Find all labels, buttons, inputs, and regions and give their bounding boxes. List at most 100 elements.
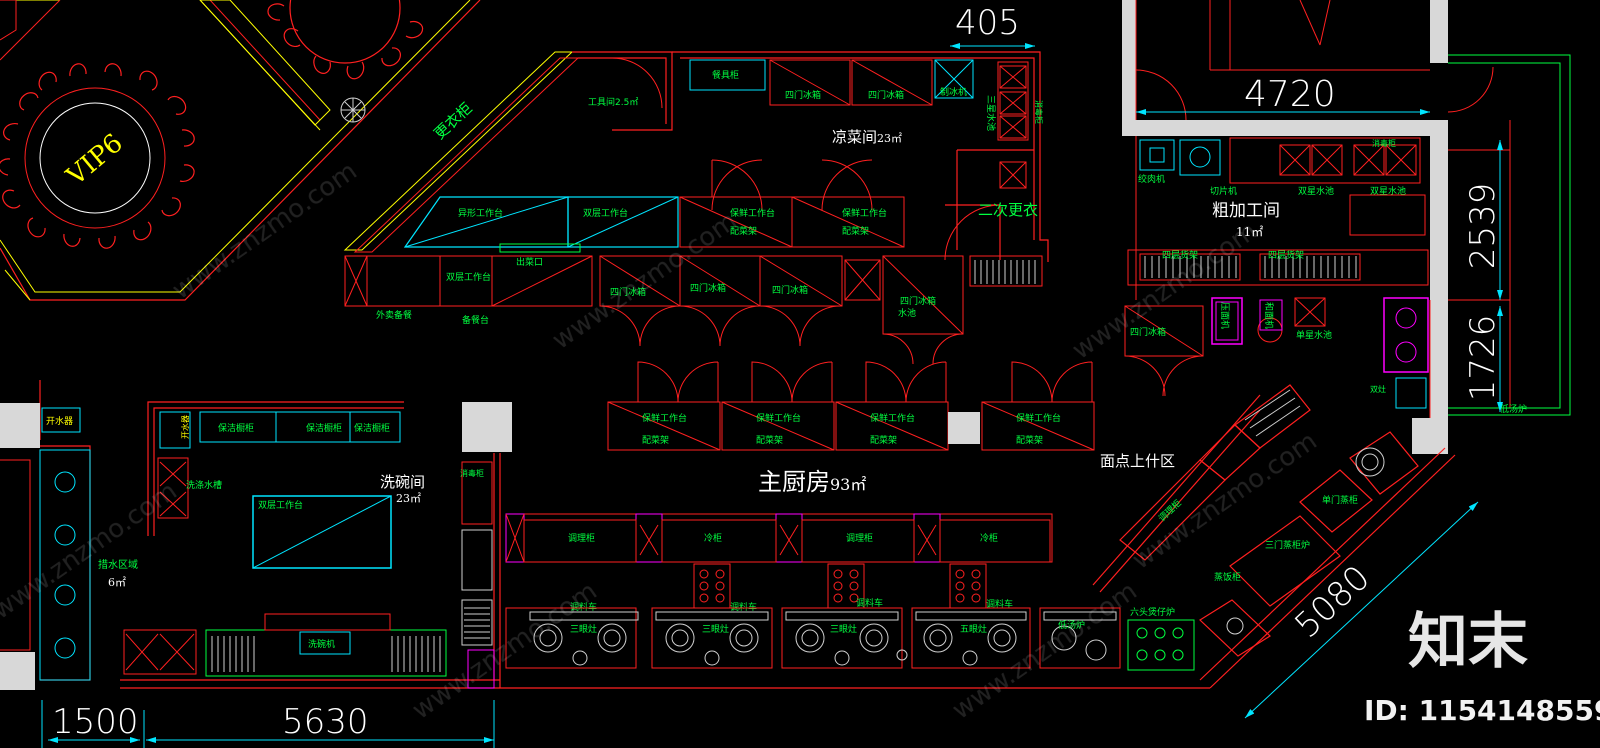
dishwasher-label: 洗碗机: [308, 638, 335, 650]
dimension-lines: [41, 43, 1503, 748]
prep-table-label: 备餐台: [462, 314, 489, 326]
dim-5630: 5630: [282, 702, 369, 742]
seasoning-cart-label-1: 调料车: [570, 601, 597, 613]
stove-label-1: 三眼灶: [570, 623, 597, 635]
rack-label-3: 配菜架: [642, 434, 669, 446]
tableware-cabinet-label: 餐具柜: [712, 69, 739, 81]
rice-cooker-label: 蒸饭柜: [1214, 571, 1241, 583]
watermark-id: ID: 1154148559: [1364, 694, 1600, 727]
takeout-label: 外卖备餐: [376, 309, 412, 321]
watermark-brand: 知末: [1408, 607, 1528, 677]
seasoning-row: [505, 513, 1053, 563]
cleaning-cabinet-label-3: 保洁橱柜: [354, 422, 390, 434]
cold-dish-bench-row: 异形工作台 双层工作台 保鲜工作台 配菜架 保鲜工作台 配菜架: [403, 159, 905, 253]
double-stove-label: 双灶: [1370, 384, 1386, 394]
fridge-label-5: 四门冰箱: [772, 284, 808, 296]
six-head-stove: [1127, 619, 1195, 671]
cleaning-cabinet-label-2: 保洁橱柜: [306, 422, 342, 434]
seasoning-cabinet-label-1: 调理柜: [568, 532, 595, 544]
svg-text:www.znzmo.com: www.znzmo.com: [1127, 426, 1323, 576]
main-bench-row: [607, 361, 1095, 451]
svg-text:www.znzmo.com: www.znzmo.com: [0, 476, 183, 626]
seasoning-cart-label-4: 调料车: [986, 598, 1013, 610]
double-bench-label-3: 双层工作台: [258, 499, 303, 511]
rough-process-title: 粗加工间: [1212, 201, 1280, 221]
vip-round-table-2: [267, 0, 424, 80]
cold-dish-title: 凉菜间23㎡: [832, 128, 902, 146]
slicer-label: 切片机: [1210, 185, 1237, 197]
rough-process-equipment: 绞肉机 切片机 双星水池 双星水池 消毒柜 四层货架 四层货架 四门冰箱 压面机: [1124, 137, 1527, 415]
meat-grinder-label: 绞肉机: [1138, 173, 1165, 185]
dough-mixer-label: 和面机: [1263, 302, 1275, 329]
dough-press-label: 压面机: [1219, 302, 1231, 329]
svg-text:www.znzmo.com: www.znzmo.com: [547, 206, 743, 356]
rack-label-6: 配菜架: [1016, 434, 1043, 446]
upper-prep-grill: [974, 260, 1036, 284]
dishwash-area: 23㎡: [396, 492, 421, 505]
fresh-bench-label-4: 保鲜工作台: [756, 412, 801, 424]
dishwash-equipment: 开水器 开水器 保洁橱柜 保洁橱柜 保洁橱柜 洗涤水槽 双层工作台 洗碗机 消毒…: [39, 407, 495, 689]
disinfect-cabinet-label: 消毒柜: [460, 468, 484, 478]
low-stove-label: 低汤炉: [1500, 403, 1527, 415]
fridge-label-2: 四门冰箱: [868, 89, 904, 101]
diagonal-equipment-details: [1226, 389, 1385, 635]
locker-area: 更衣柜: [343, 51, 580, 253]
cold-dish-equipment: 餐具柜 四门冰箱 四门冰箱 制冰机 三星水池 消毒柜: [689, 59, 1044, 189]
storage-water-title: 措水区域: [98, 558, 138, 571]
dim-4720: 4720: [1244, 74, 1336, 115]
fridge-label-3: 四门冰箱: [610, 286, 646, 298]
stove-label-4: 五眼灶: [960, 623, 987, 635]
dishwash-title: 洗碗间: [380, 473, 425, 491]
pass-window-label: 出菜口: [516, 256, 543, 268]
column-left-bottom: [0, 652, 35, 690]
stove-label-2: 三眼灶: [702, 623, 729, 635]
fresh-bench-label-2: 保鲜工作台: [842, 207, 887, 219]
seasoning-cabinet-label-4: 冷柜: [980, 532, 998, 544]
special-bench-label: 异形工作台: [458, 207, 503, 219]
fan-icon: [340, 97, 366, 123]
wall-rack-label-1: 四层货架: [1162, 249, 1198, 261]
column-mid: [948, 412, 980, 444]
seasoning-cart-label-3: 调料车: [856, 597, 883, 609]
pastry-zone-title: 面点上什区: [1100, 452, 1175, 470]
fridge-label-7: 四门冰箱: [1130, 326, 1166, 338]
secondary-change-title: 二次更衣: [978, 201, 1038, 219]
cold-dish-room-walls: [572, 51, 1049, 262]
upper-prep-row: [344, 255, 1043, 365]
left-edge-marks: [0, 459, 31, 651]
fridge-label-6: 四门冰箱: [900, 295, 936, 307]
ice-maker-label: 制冰机: [940, 86, 967, 98]
fresh-bench-label-5: 保鲜工作台: [870, 412, 915, 424]
disinfect-label-top: 消毒柜: [1034, 100, 1044, 124]
seasoning-cabinet-label-2: 冷柜: [704, 532, 722, 544]
fresh-bench-label-3: 保鲜工作台: [642, 412, 687, 424]
wall-rack-label-2: 四层货架: [1268, 249, 1304, 261]
rack-label-2: 配菜架: [842, 225, 869, 237]
svg-text:www.znzmo.com: www.znzmo.com: [947, 576, 1143, 726]
triple-sink-label: 三星水池: [985, 95, 997, 131]
dim-1726: 1726: [1463, 315, 1503, 402]
double-sink-label-2: 双星水池: [1370, 185, 1406, 197]
tool-room-label: 工具间2.5㎡: [588, 96, 638, 108]
dim-2539: 2539: [1463, 183, 1503, 270]
svg-text:www.znzmo.com: www.znzmo.com: [167, 156, 363, 306]
wash-tank-label: 洗涤水槽: [186, 479, 222, 491]
fresh-bench-label-1: 保鲜工作台: [730, 207, 775, 219]
seasoning-carts: [693, 563, 987, 609]
seasoning-cart-label-2: 调料车: [730, 601, 757, 613]
stove-label-3: 三眼灶: [830, 623, 857, 635]
dim-405: 405: [955, 3, 1020, 43]
double-bench-label-top: 双层工作台: [583, 207, 628, 219]
rough-process-area: 11㎡: [1236, 225, 1263, 239]
fridge-label-4: 四门冰箱: [690, 282, 726, 294]
sink-label-upper: 水池: [898, 307, 916, 319]
triple-steamer-label: 三门蒸柜炉: [1265, 539, 1310, 551]
vip-round-table: [0, 63, 195, 249]
rack-label-5: 配菜架: [870, 434, 897, 446]
water-heater-label-2: 开水器: [180, 415, 190, 439]
dishwash-walls: [35, 380, 1210, 689]
six-head-stove-label: 六头煲仔炉: [1130, 606, 1175, 618]
seasoning-cabinet-label-3: 调理柜: [846, 532, 873, 544]
single-steamer-label: 单门蒸柜: [1322, 494, 1358, 506]
double-bench-label-2: 双层工作台: [446, 271, 491, 283]
